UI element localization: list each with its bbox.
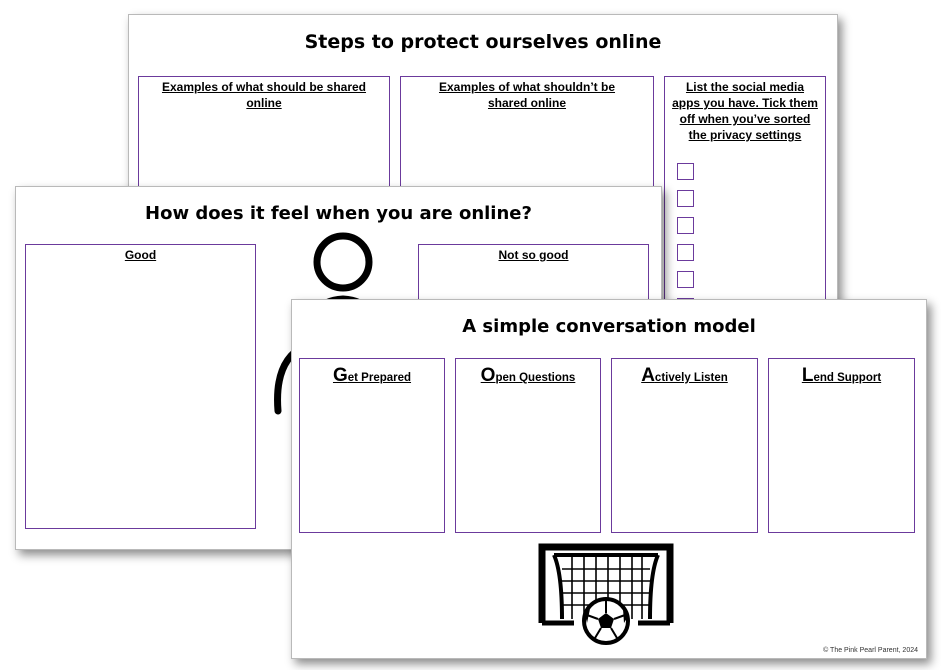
tick-checkbox[interactable] — [677, 244, 694, 261]
social-apps-label: List the social media apps you have. Tic… — [672, 80, 818, 142]
tick-checkbox[interactable] — [677, 190, 694, 207]
good-label: Good — [124, 248, 157, 262]
not-shared-online-label: Examples of what shouldn’t be shared onl… — [438, 80, 616, 110]
goal-title-get-prepared: Get Prepared — [332, 365, 412, 386]
goal-title-open-questions: Open Questions — [480, 365, 576, 386]
not-so-good-label: Not so good — [498, 248, 569, 262]
tick-checkbox[interactable] — [677, 271, 694, 288]
protect-sheet-title: Steps to protect ourselves online — [304, 31, 662, 53]
feel-sheet-title: How does it feel when you are online? — [145, 203, 532, 224]
goal-box-actively-listen[interactable]: Actively Listen — [611, 358, 758, 533]
conversation-model-sheet: A simple conversation model Get Prepared… — [291, 299, 927, 659]
tick-checkbox[interactable] — [677, 217, 694, 234]
goal-box-get-prepared[interactable]: Get Prepared — [299, 358, 445, 533]
goal-title-actively-listen: Actively Listen — [641, 365, 728, 386]
shared-online-label: Examples of what should be shared online — [161, 80, 367, 110]
copyright-footer: © The Pink Pearl Parent, 2024 — [823, 647, 918, 654]
good-box[interactable]: Good — [25, 244, 256, 529]
football-goal-icon — [538, 543, 674, 645]
conversation-model-title: A simple conversation model — [462, 316, 756, 337]
goal-box-lend-support[interactable]: Lend Support — [768, 358, 915, 533]
goal-title-lend-support: Lend Support — [801, 365, 882, 386]
social-apps-box[interactable]: List the social media apps you have. Tic… — [664, 76, 826, 315]
goal-box-open-questions[interactable]: Open Questions — [455, 358, 601, 533]
tick-checkbox[interactable] — [677, 163, 694, 180]
